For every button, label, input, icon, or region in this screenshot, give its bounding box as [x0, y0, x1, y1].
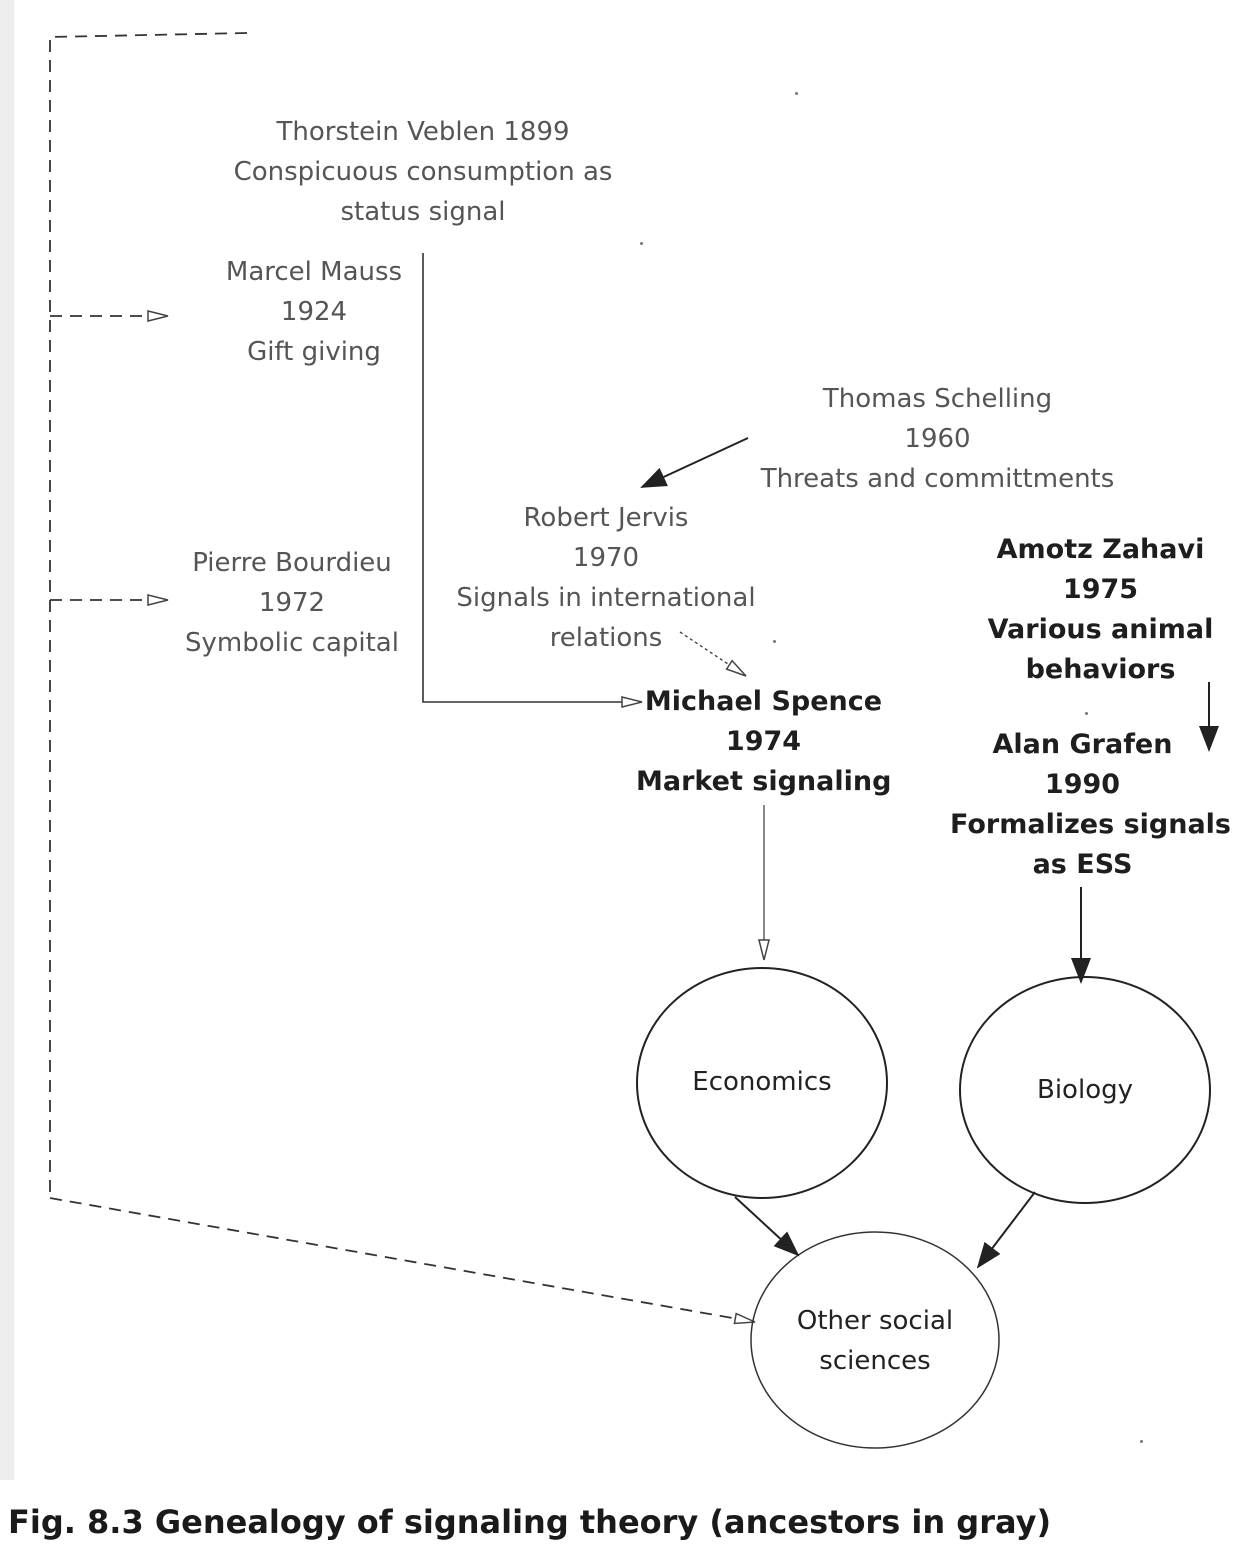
- node-grafen: Alan Grafen 1990 Formalizes signals as E…: [950, 725, 1231, 885]
- node-jervis: Robert Jervis 1970 Signals in internatio…: [446, 498, 766, 658]
- arrow-schelling-to-jervis: [640, 437, 749, 488]
- scan-speck: [773, 640, 776, 643]
- other-sciences-line-1: Other social: [796, 1306, 954, 1336]
- scan-speck: [1085, 712, 1088, 715]
- veblen-desc: Conspicuous consumption as: [233, 157, 613, 187]
- schelling-desc: Threats and committments: [760, 464, 1115, 494]
- grafen-desc-2: as ESS: [1032, 849, 1133, 880]
- node-zahavi: Amotz Zahavi 1975 Various animal behavio…: [983, 530, 1218, 690]
- node-spence: Michael Spence 1974 Market signaling: [636, 682, 891, 802]
- bourdieu-name: Pierre Bourdieu: [192, 548, 392, 578]
- jervis-name: Robert Jervis: [523, 503, 689, 533]
- arrow-economics-to-other: [734, 1196, 800, 1257]
- spence-name: Michael Spence: [644, 686, 883, 717]
- node-veblen: Thorstein Veblen 1899 Conspicuous consum…: [223, 112, 623, 232]
- node-schelling: Thomas Schelling 1960 Threats and commit…: [760, 379, 1115, 499]
- bourdieu-year: 1972: [258, 588, 326, 618]
- zahavi-name: Amotz Zahavi: [996, 534, 1205, 565]
- scan-edge: [0, 0, 14, 1480]
- other-sciences-circle: [750, 1231, 1000, 1449]
- arrow-veblen-to-spence: [422, 253, 643, 708]
- veblen-desc-2: status signal: [340, 197, 506, 227]
- economics-label: Economics: [692, 1067, 832, 1097]
- spence-desc: Market signaling: [636, 766, 892, 797]
- bourdieu-desc: Symbolic capital: [185, 628, 399, 658]
- arrow-frame-to-other-sciences: [49, 1197, 756, 1325]
- economics-circle: [636, 967, 888, 1199]
- mauss-desc: Gift giving: [247, 337, 381, 367]
- node-bourdieu: Pierre Bourdieu 1972 Symbolic capital: [172, 543, 412, 663]
- mauss-name: Marcel Mauss: [225, 257, 403, 287]
- scan-speck: [640, 242, 643, 245]
- scan-speck: [1140, 1440, 1143, 1443]
- arrow-jervis-to-spence: [679, 631, 747, 677]
- jervis-desc-2: relations: [549, 623, 663, 653]
- grafen-desc: Formalizes signals: [950, 809, 1231, 840]
- schelling-name: Thomas Schelling: [822, 384, 1053, 414]
- arrow-biology-to-other: [976, 1191, 1036, 1269]
- biology-label: Biology: [1037, 1075, 1133, 1105]
- veblen-name: Thorstein Veblen 1899: [276, 117, 570, 147]
- schelling-year: 1960: [904, 424, 971, 454]
- spence-year: 1974: [725, 726, 802, 757]
- jervis-desc: Signals in international: [456, 583, 756, 613]
- zahavi-desc-2: behaviors: [1025, 654, 1176, 685]
- zahavi-year: 1975: [1062, 574, 1139, 605]
- other-sciences-label: Other social sciences: [775, 1301, 975, 1381]
- grafen-name: Alan Grafen: [992, 729, 1173, 760]
- other-sciences-line-2: sciences: [819, 1346, 931, 1376]
- grafen-year: 1990: [1044, 769, 1121, 800]
- mauss-year: 1924: [280, 297, 348, 327]
- node-mauss: Marcel Mauss 1924 Gift giving: [194, 252, 434, 372]
- dashed-frame: [49, 32, 248, 1198]
- figure-caption: Fig. 8.3 Genealogy of signaling theory (…: [8, 1503, 1052, 1541]
- scan-speck: [795, 92, 798, 95]
- biology-circle: [959, 976, 1211, 1204]
- zahavi-desc: Various animal: [987, 614, 1214, 645]
- jervis-year: 1970: [572, 543, 640, 573]
